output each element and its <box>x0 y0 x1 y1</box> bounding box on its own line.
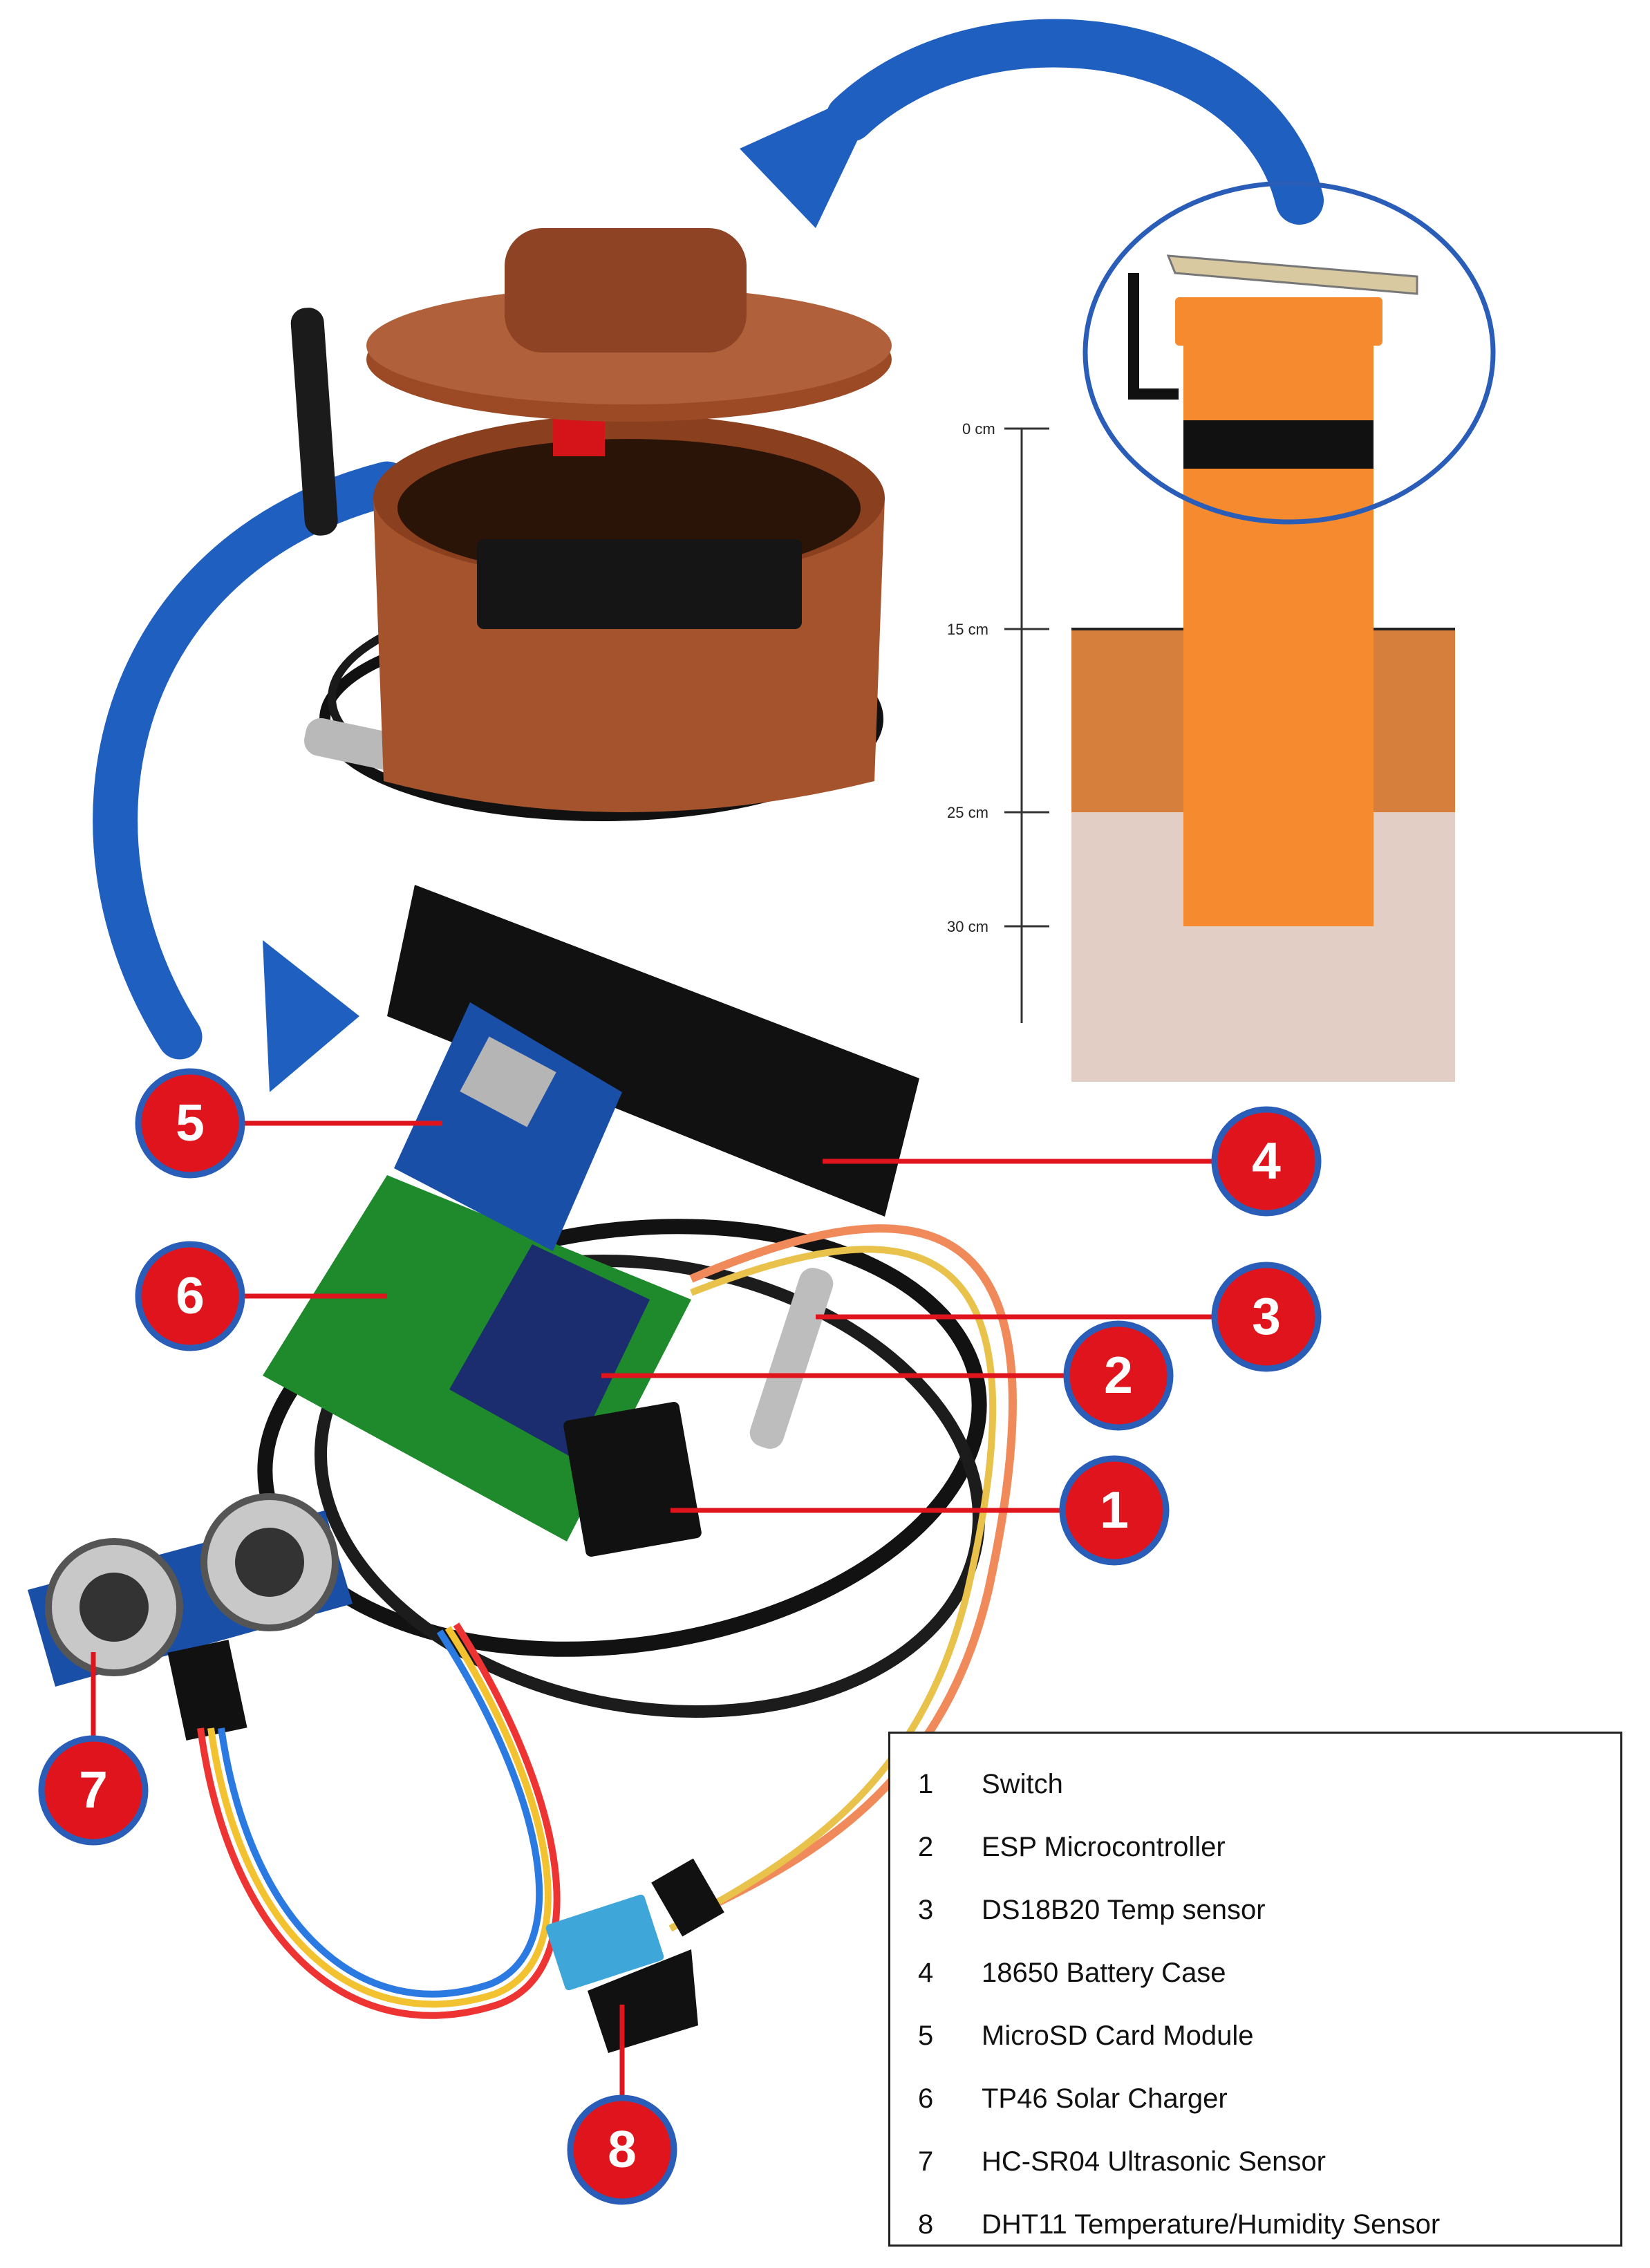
depth-tick-0: 0 cm <box>962 420 995 438</box>
callout-2-label: 2 <box>1104 1346 1133 1404</box>
legend-label: MicroSD Card Module <box>982 2021 1254 2051</box>
leader-lines <box>91 1121 1217 2101</box>
legend-row: 4 18650 Battery Case <box>890 1942 1620 2005</box>
legend-label: DHT11 Temperature/Humidity Sensor <box>982 2209 1441 2240</box>
legend-number: 3 <box>918 1895 934 1925</box>
probe-schematic <box>1128 254 1418 926</box>
legend-row: 2 ESP Microcontroller <box>890 1816 1620 1879</box>
legend-label: ESP Microcontroller <box>982 1832 1226 1862</box>
enclosure-housing <box>290 228 892 821</box>
legend-number: 7 <box>918 2146 934 2177</box>
electronics-assembly <box>28 885 1017 2053</box>
depth-scale: 0 cm 15 cm 25 cm 30 cm <box>947 420 1049 1023</box>
callout-8-label: 8 <box>608 2120 637 2178</box>
legend-row: 8 DHT11 Temperature/Humidity Sensor <box>890 2193 1620 2256</box>
callout-7-label: 7 <box>79 1761 108 1819</box>
legend-label: 18650 Battery Case <box>982 1958 1226 1988</box>
callout-1: 1 <box>1059 1455 1170 1566</box>
callout-5-label: 5 <box>176 1094 205 1152</box>
legend-number: 2 <box>918 1832 934 1862</box>
legend-label: HC-SR04 Ultrasonic Sensor <box>982 2146 1326 2177</box>
callout-7: 7 <box>38 1735 149 1846</box>
left-curved-arrow <box>93 461 410 1092</box>
legend-row: 7 HC-SR04 Ultrasonic Sensor <box>890 2130 1620 2193</box>
legend-label: TP46 Solar Charger <box>982 2083 1228 2114</box>
legend-row: 3 DS18B20 Temp sensor <box>890 1879 1620 1942</box>
probe-highlight-ellipse <box>1082 180 1496 525</box>
legend-row: 5 MicroSD Card Module <box>890 2005 1620 2068</box>
depth-tick-25: 25 cm <box>947 804 988 821</box>
legend-row: 1 Switch <box>890 1753 1620 1816</box>
callout-3-label: 3 <box>1252 1287 1281 1345</box>
legend-number: 5 <box>918 2021 934 2051</box>
legend-number: 6 <box>918 2083 934 2114</box>
top-curved-arrow <box>740 19 1324 228</box>
legend-label: Switch <box>982 1769 1063 1799</box>
component-legend: 1 Switch 2 ESP Microcontroller 3 DS18B20… <box>888 1732 1622 2247</box>
callout-8: 8 <box>567 2094 677 2205</box>
legend-number: 8 <box>918 2209 934 2240</box>
callout-5: 5 <box>135 1068 245 1179</box>
callout-4: 4 <box>1211 1106 1322 1217</box>
callout-3: 3 <box>1211 1262 1322 1372</box>
legend-row: 6 TP46 Solar Charger <box>890 2068 1620 2130</box>
legend-number: 1 <box>918 1769 934 1799</box>
legend-number: 4 <box>918 1958 934 1988</box>
callout-1-label: 1 <box>1100 1481 1129 1539</box>
callout-2: 2 <box>1063 1320 1174 1431</box>
depth-tick-15: 15 cm <box>947 621 988 638</box>
callout-6: 6 <box>135 1241 245 1351</box>
callout-4-label: 4 <box>1252 1132 1281 1190</box>
legend-label: DS18B20 Temp sensor <box>982 1895 1266 1925</box>
depth-tick-30: 30 cm <box>947 918 988 935</box>
callout-6-label: 6 <box>176 1266 205 1324</box>
